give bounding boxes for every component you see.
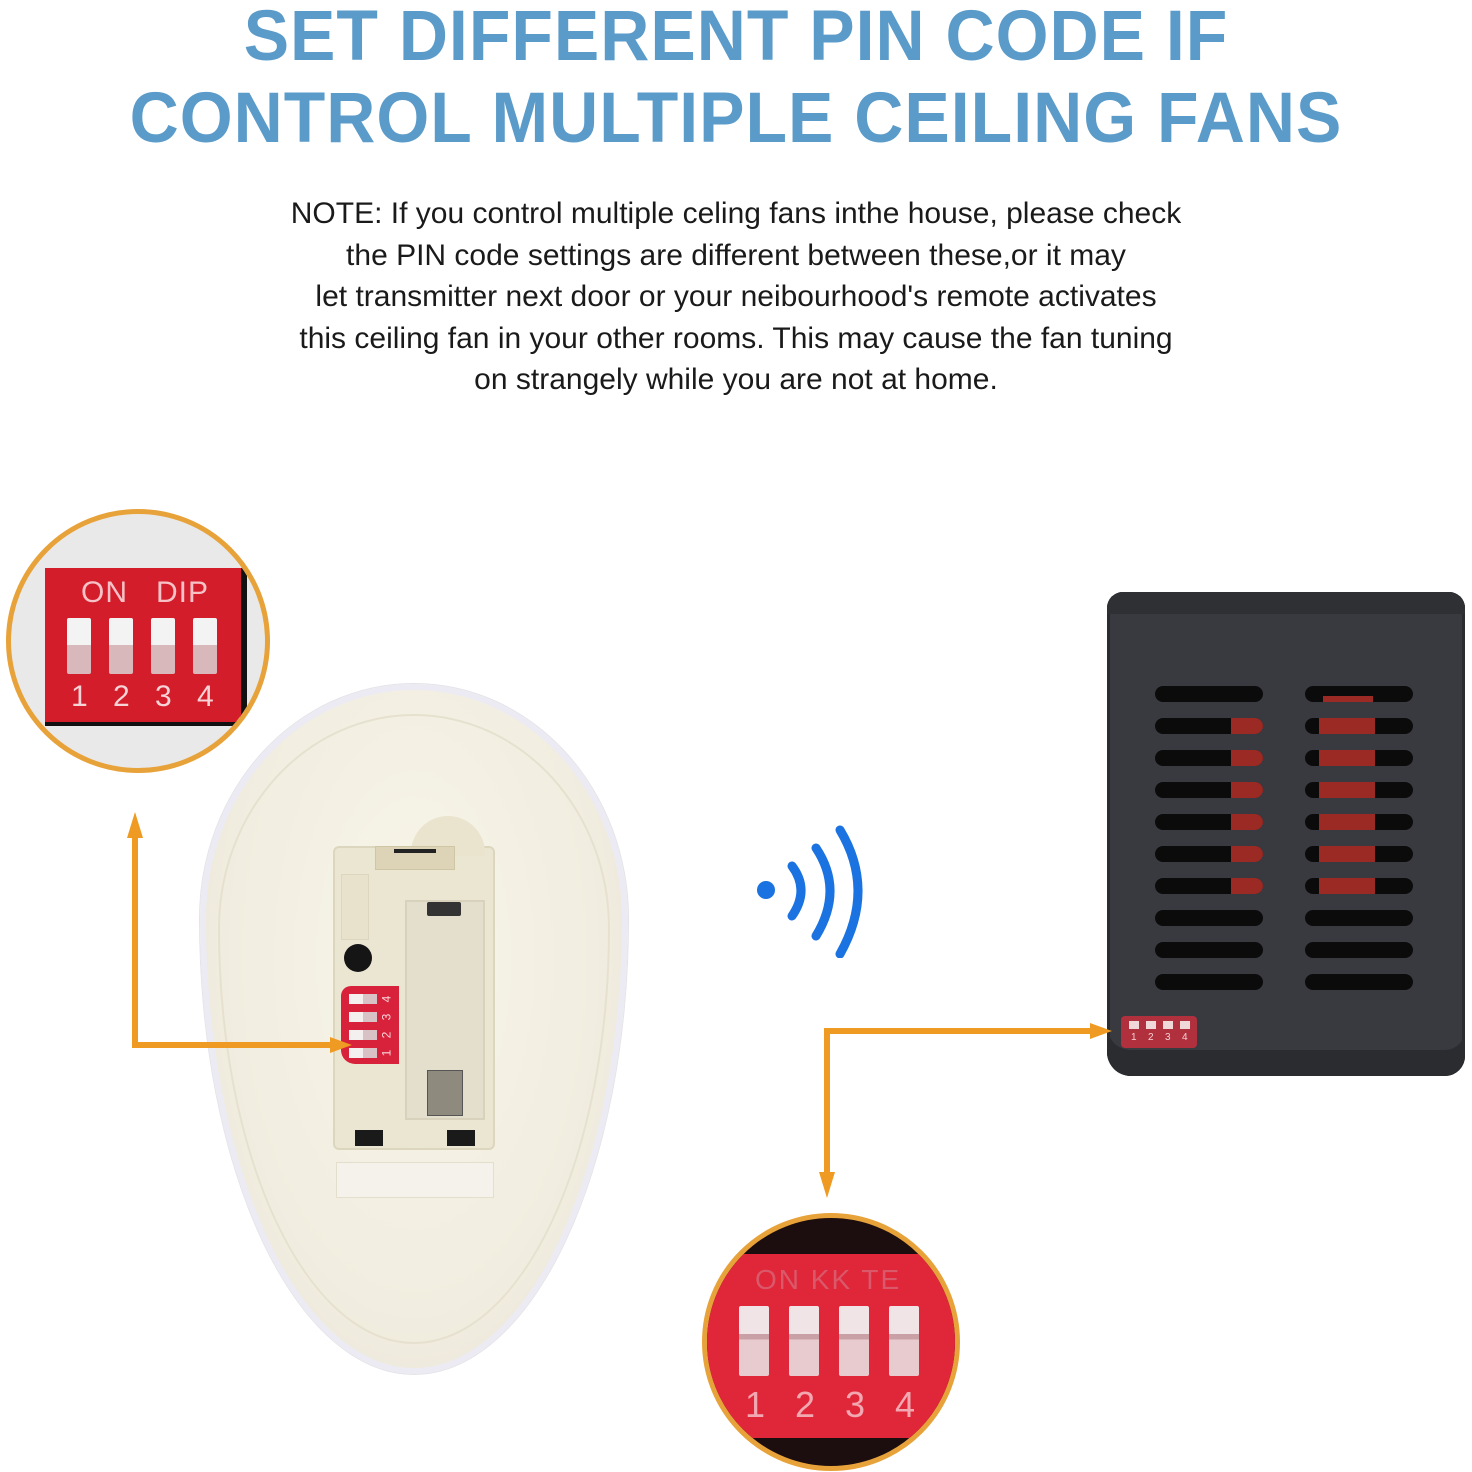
dip-switch-3[interactable] — [839, 1306, 869, 1376]
remote-transmitter: 4 3 2 1 — [200, 684, 628, 1374]
vent-slot — [1155, 782, 1263, 798]
fan-receiver-unit: 1 2 3 4 — [1107, 592, 1465, 1076]
battery-slot — [405, 900, 485, 1120]
receiver-dip-switch-block: ON KK TE 1 2 3 4 — [707, 1254, 955, 1438]
learn-button[interactable] — [344, 944, 372, 972]
vent-slot — [1305, 942, 1413, 958]
dip-switch-4[interactable] — [193, 618, 217, 674]
vent-slot — [1305, 846, 1413, 862]
dip-switch-4[interactable] — [889, 1306, 919, 1376]
dip-number: 1 — [379, 1049, 394, 1057]
arrow-right-icon — [1090, 1023, 1112, 1039]
vent-slot — [1305, 910, 1413, 926]
rx-dip-switch-1[interactable] — [1129, 1021, 1139, 1029]
dip-number: 4 — [1182, 1032, 1188, 1043]
dip-number: 4 — [895, 1384, 916, 1425]
remote-dip-magnifier: ON DIP 1 2 3 4 — [6, 509, 270, 773]
vent-slot — [1305, 750, 1413, 766]
dip-number: 1 — [745, 1384, 766, 1425]
rx-dip-switch-2[interactable] — [1146, 1021, 1156, 1029]
dip-number: 4 — [197, 680, 214, 713]
note-line: NOTE: If you control multiple celing fan… — [290, 197, 1182, 230]
receiver-dip-magnifier: ON KK TE 1 2 3 4 — [702, 1213, 960, 1471]
arrow-up-icon — [127, 812, 143, 838]
vent-slot — [1305, 974, 1413, 990]
vent-slot — [1155, 718, 1263, 734]
dip-switch-2[interactable] — [789, 1306, 819, 1376]
note-line: let transmitter next door or your neibou… — [315, 280, 1157, 313]
dip-number: 2 — [113, 680, 130, 713]
vent-slot — [1155, 942, 1263, 958]
arrow-line-vertical — [132, 836, 138, 1048]
vent-slot — [1305, 782, 1413, 798]
dip-number: 3 — [845, 1384, 866, 1425]
vent-slot — [1305, 718, 1413, 734]
embossed-label — [341, 874, 369, 940]
arrow-right-icon — [330, 1037, 352, 1053]
page-title-line-2: CONTROL MULTIPLE CEILING FANS — [129, 78, 1343, 158]
dip-number: 4 — [379, 995, 394, 1003]
arrow-line-vertical — [824, 1028, 830, 1178]
mini-dip-switch-4[interactable] — [349, 994, 377, 1004]
arrow-line-horizontal — [824, 1028, 1094, 1034]
dip-switch-2[interactable] — [109, 618, 133, 674]
dip-switch-3[interactable] — [151, 618, 175, 674]
vent-slot — [1155, 910, 1263, 926]
dip-number: 1 — [71, 680, 88, 713]
receiver-lid — [1107, 592, 1465, 614]
rx-dip-switch-4[interactable] — [1180, 1021, 1190, 1029]
dip-number: 2 — [1148, 1032, 1154, 1043]
dip-number: 2 — [379, 1031, 394, 1039]
battery-spring-icon — [427, 1070, 463, 1116]
mini-dip-switch-1[interactable] — [349, 1048, 377, 1058]
vent-slot — [1155, 846, 1263, 862]
vent-slot — [1155, 750, 1263, 766]
dip-switch-1[interactable] — [67, 618, 91, 674]
cover-slot — [447, 1130, 475, 1146]
vent-slot — [1305, 814, 1413, 830]
mini-dip-switch-3[interactable] — [349, 1012, 377, 1022]
vent-slot — [1155, 878, 1263, 894]
dip-number: 1 — [1131, 1032, 1137, 1043]
vent-slot — [1155, 686, 1263, 702]
note-line: the PIN code settings are different betw… — [346, 238, 1126, 272]
dip-number: 3 — [155, 680, 172, 713]
cover-tab — [375, 846, 455, 870]
wireless-signal-icon — [757, 825, 863, 958]
vent-slot — [1155, 814, 1263, 830]
rx-dip-switch-3[interactable] — [1163, 1021, 1173, 1029]
note-paragraph: NOTE: If you control multiple celing fan… — [180, 193, 1292, 401]
arrow-down-icon — [819, 1172, 835, 1198]
dip-on-label: ON KK TE — [755, 1264, 902, 1295]
dip-number: 3 — [379, 1013, 394, 1021]
dip-on-label: ON DIP — [81, 576, 210, 609]
page-title-line-1: SET DIFFERENT PIN CODE IF — [243, 0, 1229, 76]
receiver-dip-switch: 1 2 3 4 — [1121, 1016, 1197, 1048]
note-line: this ceiling fan in your other rooms. Th… — [299, 321, 1173, 355]
label-plate — [336, 1162, 494, 1198]
note-line: on strangely while you are not at home. — [474, 363, 998, 396]
cover-slot — [355, 1130, 383, 1146]
remote-dip-switch-block: ON DIP 1 2 3 4 — [45, 568, 241, 722]
mini-dip-switch-2[interactable] — [349, 1030, 377, 1040]
dip-number: 3 — [1165, 1032, 1171, 1043]
vent-slot — [1305, 686, 1413, 702]
vent-slot — [1305, 878, 1413, 894]
dip-switch-1[interactable] — [739, 1306, 769, 1376]
battery-compartment: 4 3 2 1 — [333, 816, 495, 1150]
battery-contact-icon — [427, 902, 461, 916]
vent-slot — [1155, 974, 1263, 990]
dip-number: 2 — [795, 1384, 816, 1425]
arrow-line-horizontal — [132, 1042, 332, 1048]
